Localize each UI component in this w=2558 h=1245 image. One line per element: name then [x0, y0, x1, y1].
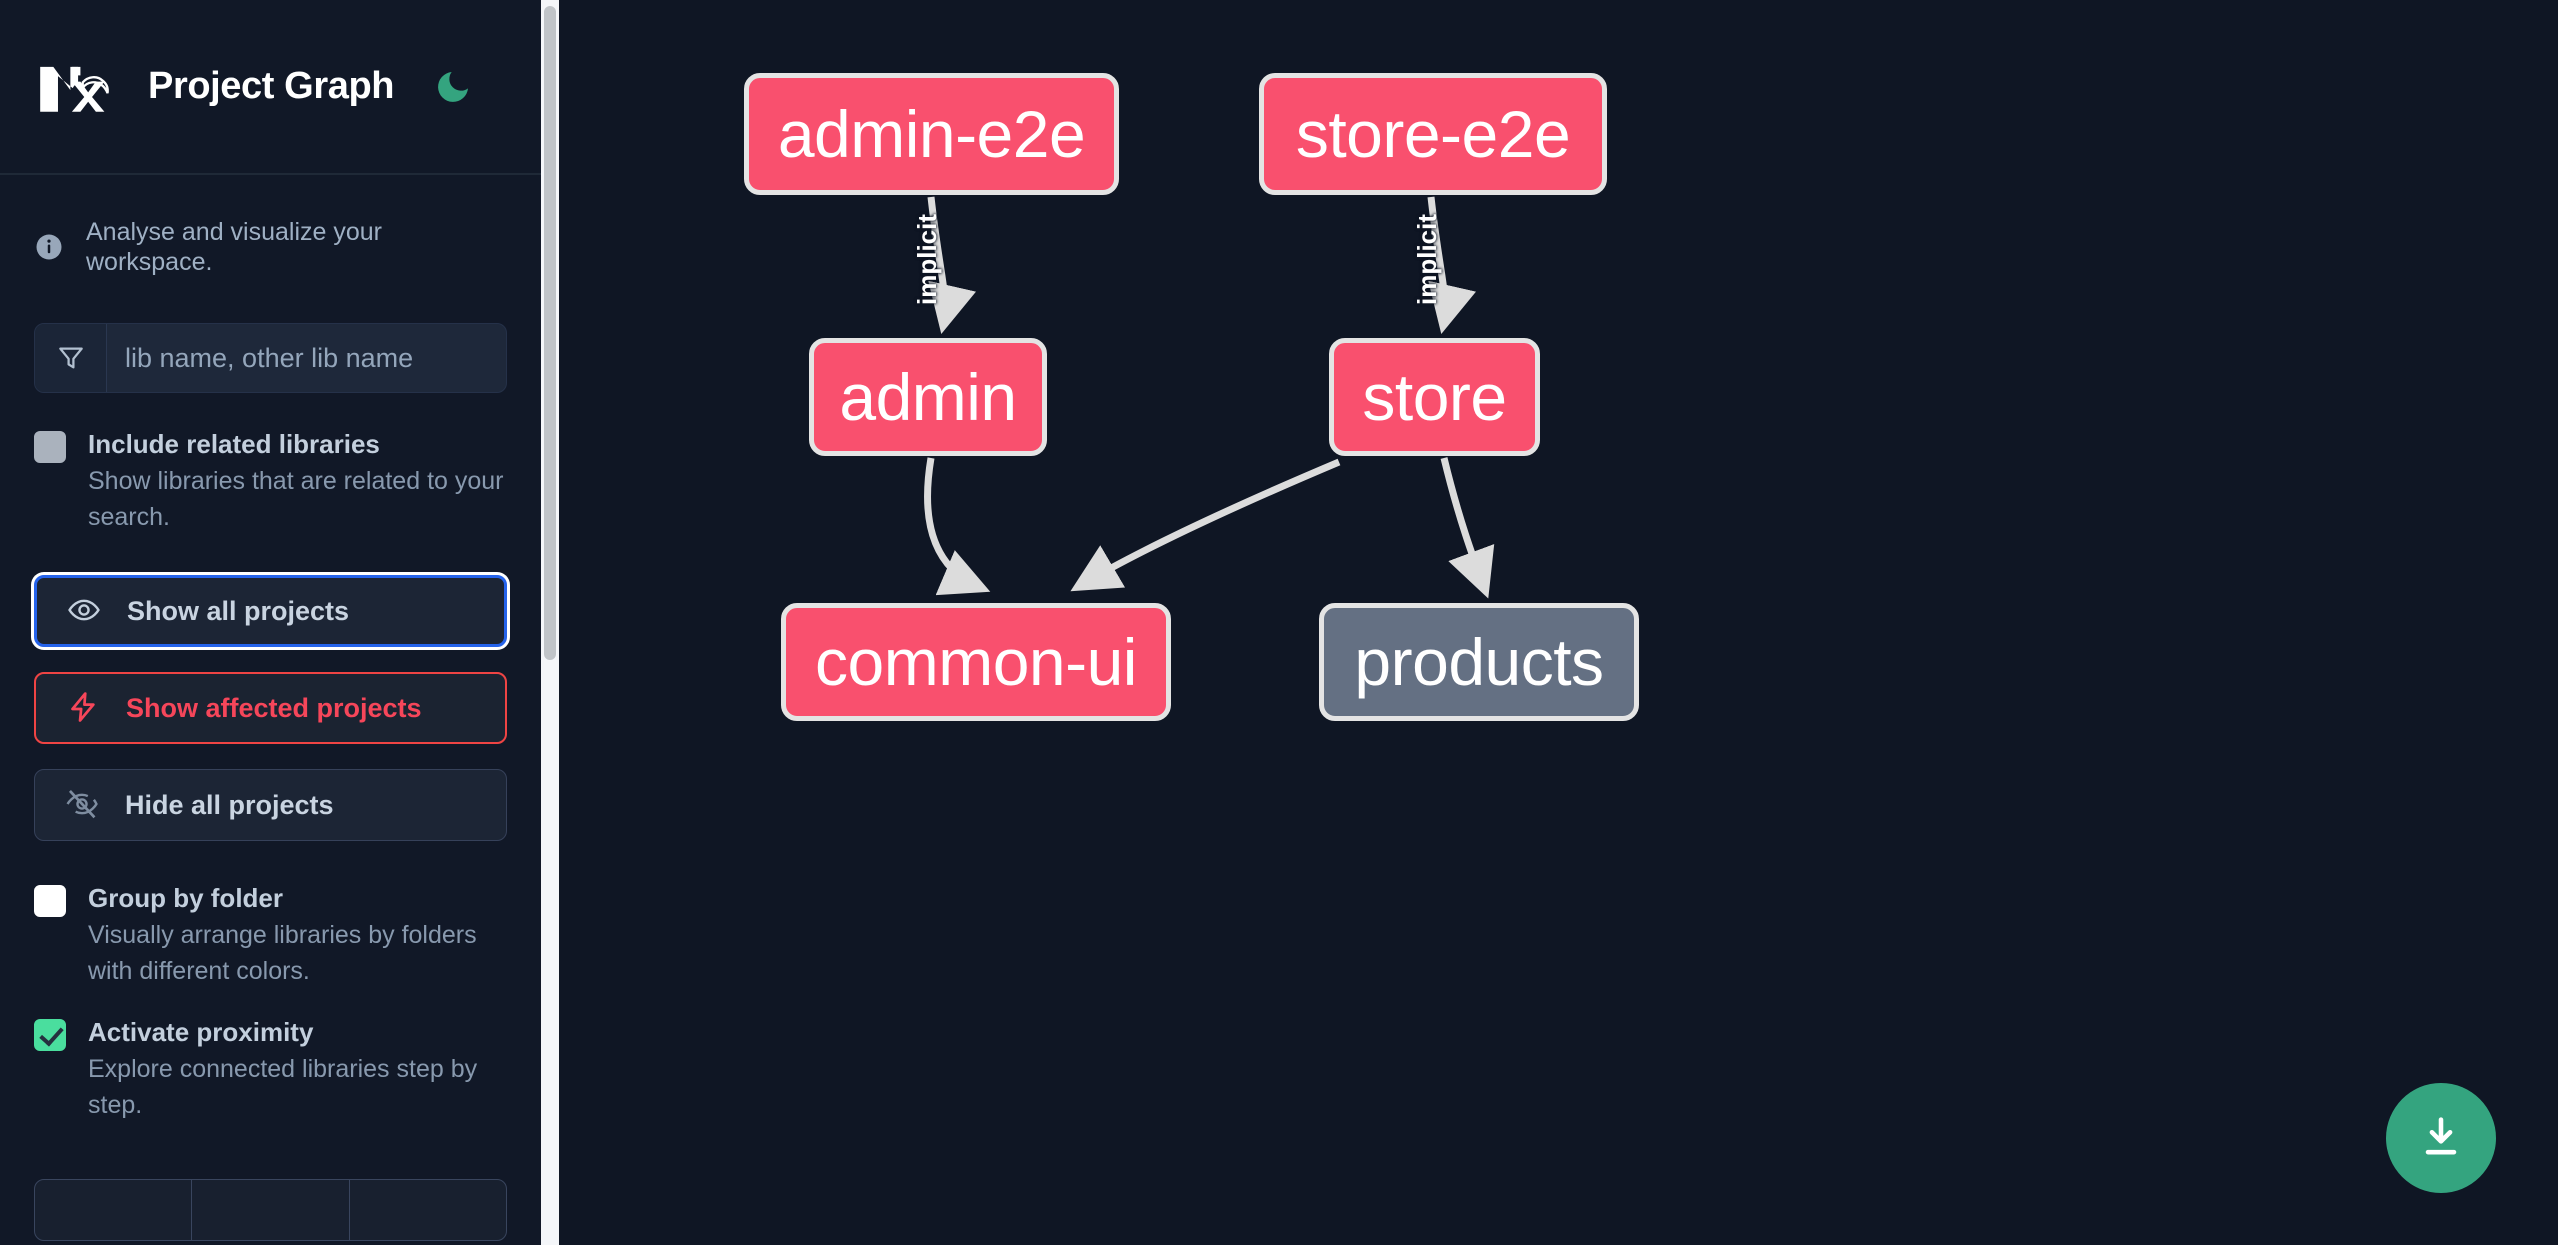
show-all-projects-button[interactable]: Show all projects: [34, 575, 507, 648]
hide-all-projects-label: Hide all projects: [125, 789, 334, 820]
edge-label-implicit-admin: implicit: [912, 213, 942, 305]
show-affected-projects-label: Show affected projects: [126, 692, 422, 723]
graph-node-label: store: [1362, 360, 1507, 434]
graph-node-products[interactable]: products: [1319, 603, 1639, 721]
graph-node-label: store-e2e: [1295, 97, 1571, 171]
graph-node-label: products: [1354, 625, 1604, 699]
search-input[interactable]: [107, 324, 506, 392]
lightning-icon: [66, 690, 100, 727]
graph-canvas[interactable]: admin-e2e store-e2e admin store common-u…: [559, 0, 2558, 1245]
graph-node-common-ui[interactable]: common-ui: [781, 603, 1171, 721]
download-graph-button[interactable]: [2386, 1083, 2496, 1193]
sidebar: Project Graph Analyse and visualize yo: [0, 0, 559, 1245]
edge-store-e2e-store: [1427, 196, 1477, 334]
checkbox-row-include-related-libraries[interactable]: Include related libraries Show libraries…: [0, 393, 541, 535]
graph-action-buttons: Show all projects Show affected projects: [0, 535, 541, 842]
group-by-folder-description: Visually arrange libraries by folders wi…: [88, 921, 477, 985]
eye-off-icon: [65, 787, 99, 824]
graph-node-admin-e2e[interactable]: admin-e2e: [744, 73, 1119, 195]
filter-section: [0, 277, 541, 393]
graph-edges: [924, 196, 1495, 599]
sidebar-scroll-region: Project Graph Analyse and visualize yo: [0, 0, 541, 1245]
sidebar-header: Project Graph: [0, 0, 541, 175]
show-all-projects-label: Show all projects: [127, 595, 350, 626]
graph-node-label: admin-e2e: [777, 97, 1086, 171]
hide-all-projects-button[interactable]: Hide all projects: [34, 769, 507, 842]
edge-label-implicit-store: implicit: [1412, 213, 1442, 305]
graph-node-store-e2e[interactable]: store-e2e: [1259, 73, 1607, 195]
include-related-libraries-description: Show libraries that are related to your …: [88, 467, 504, 531]
segment-2[interactable]: [192, 1180, 350, 1241]
eye-icon: [67, 593, 101, 630]
graph-node-store[interactable]: store: [1329, 338, 1540, 456]
group-by-folder-checkbox[interactable]: [34, 885, 66, 918]
include-related-libraries-checkbox[interactable]: [34, 431, 66, 463]
proximity-segmented-control: [0, 1123, 541, 1242]
graph-node-admin[interactable]: admin: [809, 338, 1047, 456]
segment-1[interactable]: [35, 1180, 193, 1241]
page-title: Project Graph: [148, 65, 395, 107]
activate-proximity-description: Explore connected libraries step by step…: [88, 1055, 478, 1119]
checkbox-row-group-by-folder[interactable]: Group by folder Visually arrange librari…: [0, 841, 541, 989]
graph-node-label: common-ui: [815, 625, 1137, 699]
segment-3[interactable]: [350, 1180, 506, 1240]
workspace-info-text: Analyse and visualize your workspace.: [86, 218, 382, 276]
checkbox-row-activate-proximity[interactable]: Activate proximity Explore connected lib…: [0, 989, 541, 1123]
graph-node-label: admin: [839, 360, 1017, 434]
show-affected-projects-button[interactable]: Show affected projects: [34, 672, 507, 745]
nx-logo-icon: [34, 56, 116, 118]
activate-proximity-checkbox[interactable]: [34, 1019, 66, 1052]
include-related-libraries-label: Include related libraries: [88, 429, 380, 459]
edge-store-products: [1440, 457, 1495, 599]
sidebar-scrollbar[interactable]: [541, 0, 559, 1245]
filter-box[interactable]: [34, 323, 507, 393]
edge-store-common-ui: [1070, 458, 1341, 592]
edge-admin-e2e-admin: [927, 196, 977, 334]
moon-icon[interactable]: [430, 64, 476, 110]
download-icon: [2415, 1111, 2467, 1166]
funnel-icon: [35, 324, 107, 392]
workspace-info: Analyse and visualize your workspace.: [0, 175, 541, 277]
activate-proximity-label: Activate proximity: [88, 1017, 314, 1048]
edge-admin-common-ui: [924, 457, 991, 596]
sidebar-scrollbar-thumb[interactable]: [544, 6, 556, 660]
group-by-folder-label: Group by folder: [88, 883, 283, 914]
info-icon: [34, 232, 64, 262]
